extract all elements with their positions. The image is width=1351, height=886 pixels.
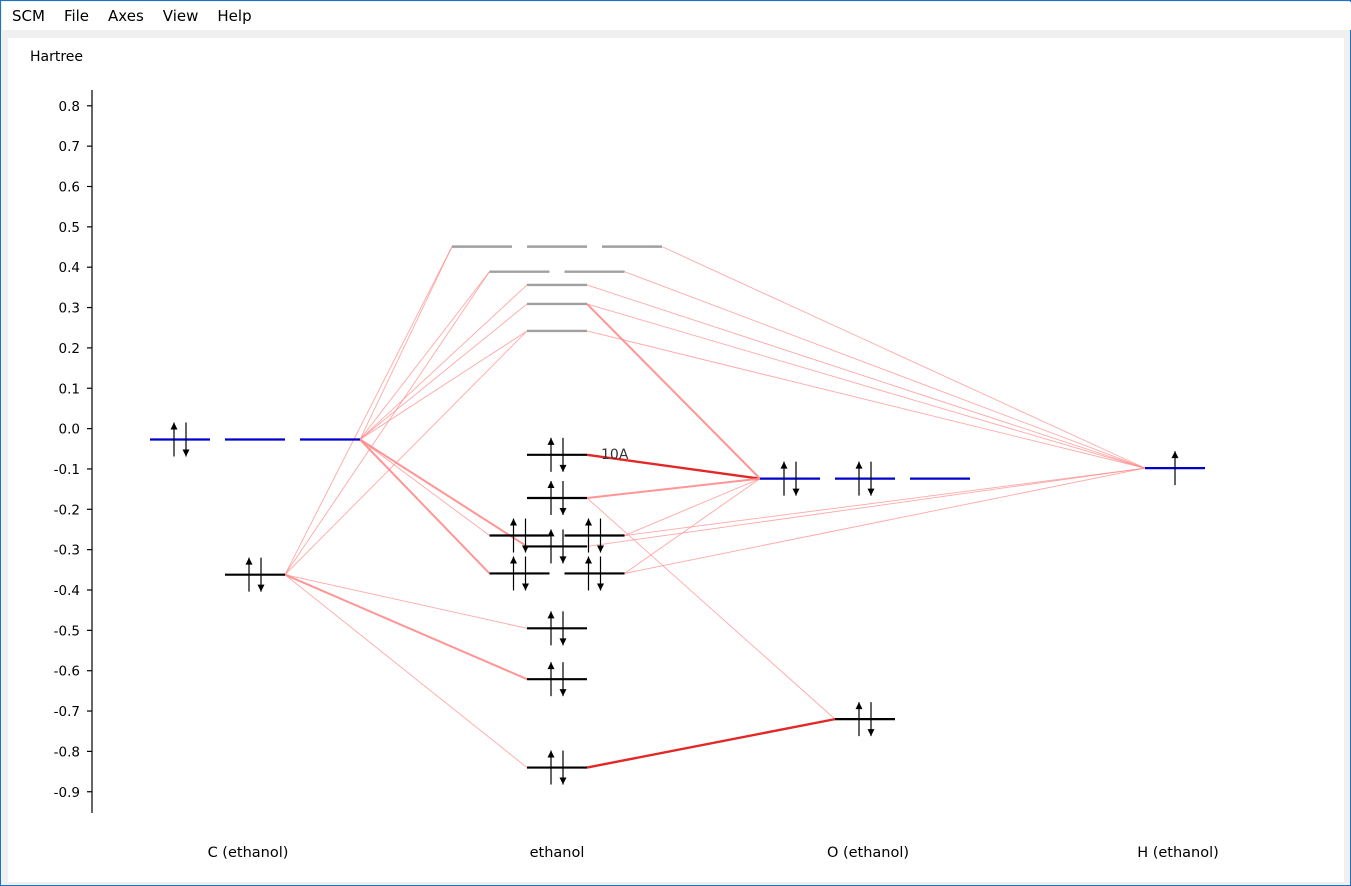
spin-up-arrow-head [547, 611, 555, 619]
spin-down-arrow-head [559, 508, 567, 516]
spin-up-arrow-head [855, 461, 863, 469]
connection-line [359, 271, 490, 440]
connection-line [284, 573, 528, 681]
spin-down-arrow-head [559, 689, 567, 697]
connection-line [586, 477, 761, 499]
connection-line [284, 574, 528, 629]
spin-down-arrow-head [522, 583, 529, 591]
connection-line [624, 271, 1146, 469]
spin-up-arrow-head [547, 481, 555, 489]
y-tick-label: -0.1 [54, 462, 80, 478]
column-labels: C (ethanol) ethanol O (ethanol) H (ethan… [208, 845, 1219, 861]
menu-file[interactable]: File [63, 7, 90, 25]
column-label-ethanol: ethanol [530, 845, 585, 861]
y-tick-label: -0.7 [54, 704, 80, 720]
spin-up-arrow-head [1171, 451, 1179, 459]
connection-line [586, 497, 836, 720]
connection-line [359, 284, 528, 440]
energy-level-diagram[interactable]: Hartree 0.8 0.7 0.6 0.5 0.4 0.3 0.2 0.1 0.0 -0.1 -… [8, 38, 1344, 882]
y-axis-unit-label: Hartree [30, 49, 83, 65]
y-tick-label: 0.8 [59, 99, 80, 115]
plot-panel[interactable]: Hartree 0.8 0.7 0.6 0.5 0.4 0.3 0.2 0.1 0.0 -0.1 -… [8, 38, 1344, 882]
y-tick-label: -0.9 [54, 785, 80, 801]
spin-up-arrow-head [547, 662, 555, 670]
connection-line [359, 303, 528, 440]
spin-up-arrow-head [585, 518, 592, 526]
spin-up-arrow-head [585, 556, 592, 564]
y-tick-label: 0.7 [59, 139, 80, 155]
spin-up-arrow-head [510, 518, 517, 526]
spin-down-arrow-head [559, 556, 567, 564]
connection-line [359, 438, 528, 548]
y-tick-label: 0.6 [59, 180, 80, 196]
spin-down-arrow-head [792, 488, 800, 496]
connection-line [284, 246, 453, 575]
column-label-c: C (ethanol) [208, 845, 289, 861]
spin-up-arrow-head [547, 437, 555, 445]
connection-line [359, 438, 491, 575]
connection-line [586, 717, 836, 769]
y-axis: Hartree 0.8 0.7 0.6 0.5 0.4 0.3 0.2 0.1 0.0 -0.1 -… [30, 49, 93, 813]
menu-help[interactable]: Help [217, 7, 252, 25]
y-tick-label: -0.5 [54, 623, 80, 639]
y-tick-label: 0.1 [59, 381, 80, 397]
spin-up-arrow-head [547, 750, 555, 758]
column-label-o: O (ethanol) [827, 845, 909, 861]
connection-line [624, 478, 761, 574]
column-label-h: H (ethanol) [1137, 845, 1219, 861]
connection-lines [284, 246, 1146, 769]
menu-bar: SCM File Axes View Help [2, 2, 1351, 30]
y-tick-label: -0.2 [54, 502, 80, 518]
y-tick-label: -0.8 [54, 744, 80, 760]
spin-down-arrow-head [182, 449, 190, 457]
connection-line [624, 467, 1146, 536]
spin-up-arrow-head [245, 557, 253, 565]
spin-down-arrow-head [597, 545, 604, 553]
spin-up-arrow-head [855, 702, 863, 710]
connection-line [284, 271, 490, 575]
connection-line [284, 574, 528, 768]
connection-line [284, 330, 528, 575]
connection-line [586, 303, 1146, 469]
spin-down-arrow-head [867, 729, 875, 737]
spin-down-arrow-head [559, 638, 567, 646]
spin-down-arrow-head [559, 777, 567, 785]
connection-line [359, 246, 453, 440]
spin-up-arrow-head [780, 461, 788, 469]
y-tick-label: -0.6 [54, 664, 80, 680]
menu-view[interactable]: View [162, 7, 199, 25]
connection-line [624, 467, 1146, 574]
connection-line [586, 284, 1146, 469]
spin-up-arrow-head [547, 529, 555, 537]
y-tick-label: -0.3 [54, 543, 80, 559]
connection-line [661, 246, 1146, 469]
connection-line [586, 453, 761, 480]
connection-line [624, 478, 761, 536]
y-tick-label: 0.3 [59, 301, 80, 317]
orbital-label: 10A [601, 447, 629, 463]
spin-down-arrow-head [597, 583, 604, 591]
connection-line [359, 330, 528, 440]
spin-down-arrow-head [559, 464, 567, 472]
y-tick-label: 0.0 [59, 422, 80, 438]
y-tick-label: -0.4 [54, 583, 80, 599]
spin-down-arrow-head [257, 584, 265, 592]
connection-line [586, 303, 761, 480]
spin-up-arrow-head [170, 422, 178, 430]
menu-axes[interactable]: Axes [108, 7, 144, 25]
menu-scm[interactable]: SCM [12, 7, 45, 25]
y-tick-label: 0.4 [59, 260, 80, 276]
y-tick-label: 0.5 [59, 220, 80, 236]
y-tick-label: 0.2 [59, 341, 80, 357]
connection-line [586, 467, 1146, 547]
spin-down-arrow-head [867, 488, 875, 496]
orbital-levels: 10A [150, 245, 1205, 785]
connection-line [586, 330, 1146, 469]
connection-line [359, 439, 490, 536]
spin-up-arrow-head [510, 556, 517, 564]
